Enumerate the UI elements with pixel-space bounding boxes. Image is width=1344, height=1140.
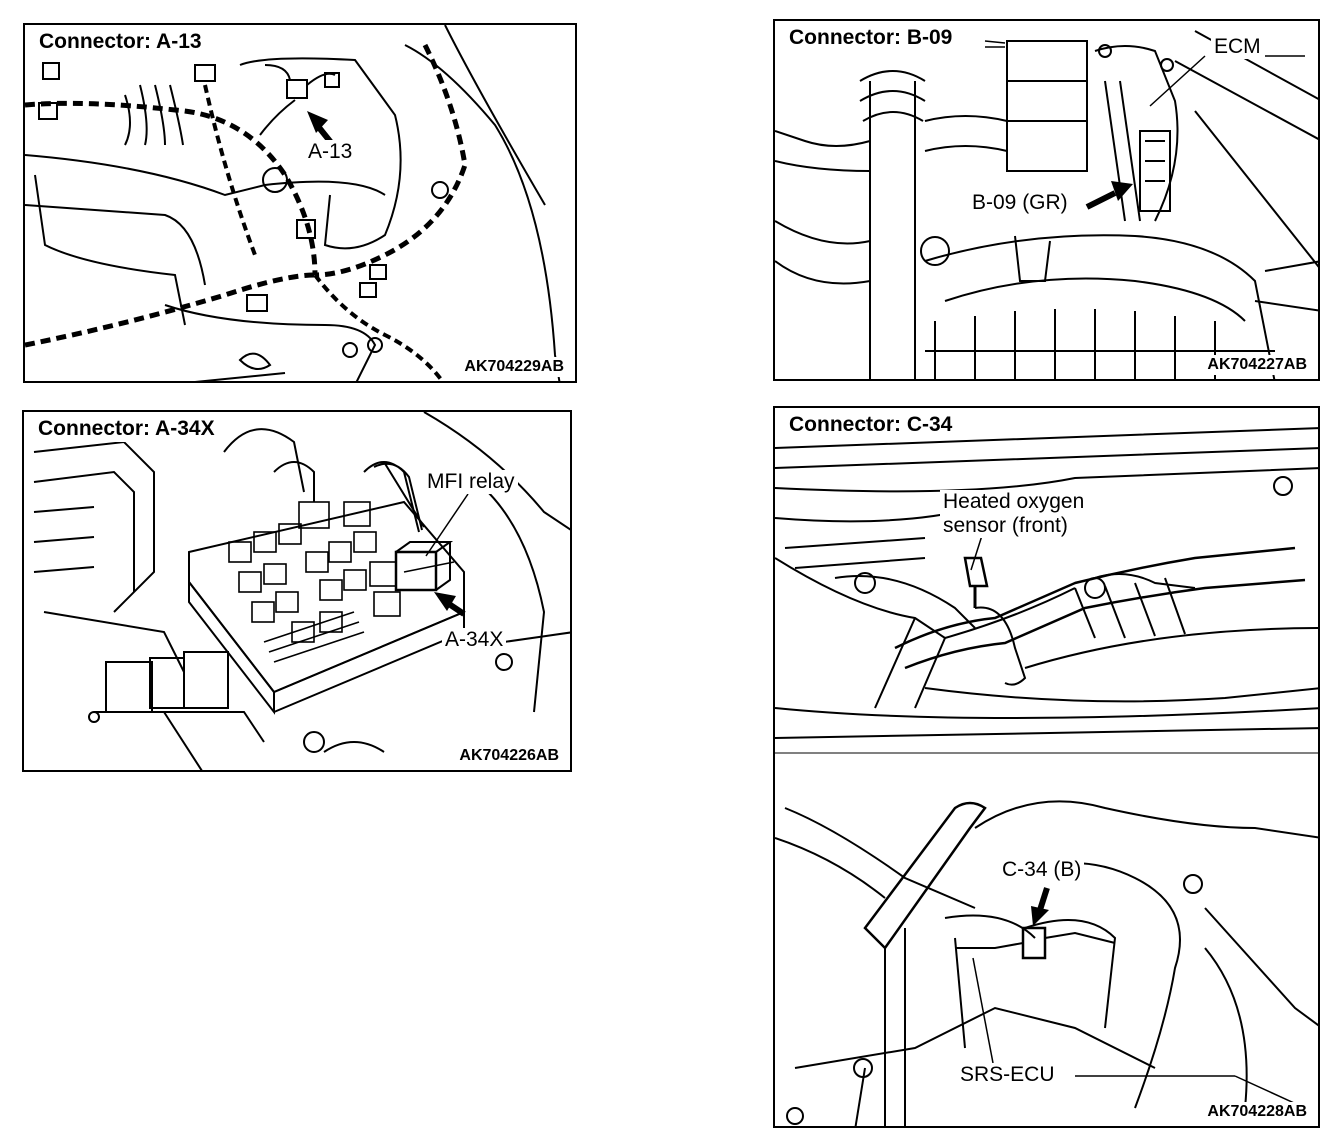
panel-connector-b09: Connector: B-09 ECM B-09 (GR) AK704227AB — [773, 19, 1320, 381]
arrow-icon — [1085, 181, 1133, 210]
ecm-callout: ECM — [1211, 35, 1264, 59]
connector-callout-c34: C-34 (B) — [999, 858, 1085, 882]
panel-connector-c34: Connector: C-34 Heated oxygen sensor (fr… — [773, 406, 1320, 1128]
arrow-icon — [1031, 887, 1050, 926]
panel-title: Connector: A-34X — [34, 416, 219, 442]
panel-title: Connector: C-34 — [785, 412, 957, 438]
relay-box-illustration-a34x — [33, 412, 570, 770]
panel-title: Connector: A-13 — [35, 29, 206, 55]
underbody-illustration-c34 — [775, 427, 1318, 1126]
srs-ecu-callout: SRS-ECU — [957, 1063, 1058, 1087]
figure-code: AK704226AB — [456, 746, 562, 766]
connector-callout-a13: A-13 — [305, 140, 356, 164]
engine-bay-illustration-b09 — [775, 30, 1318, 379]
mfi-relay-callout: MFI relay — [424, 470, 518, 494]
oxygen-sensor-callout-line1: Heated oxygen — [940, 490, 1088, 514]
panel-connector-a13: Connector: A-13 A-13 AK704229AB — [23, 23, 577, 383]
panel-title: Connector: B-09 — [785, 25, 957, 51]
connector-callout-b09: B-09 (GR) — [969, 191, 1071, 215]
figure-code: AK704227AB — [1204, 355, 1310, 375]
panel-connector-a34x: Connector: A-34X MFI relay A-34X AK70422… — [22, 410, 572, 772]
arrow-icon — [434, 592, 466, 617]
figure-code: AK704229AB — [461, 357, 567, 377]
engine-bay-illustration-a13 — [25, 25, 561, 381]
oxygen-sensor-callout-line2: sensor (front) — [940, 514, 1071, 538]
figure-code: AK704228AB — [1204, 1102, 1310, 1122]
connector-callout-a34x: A-34X — [442, 628, 507, 652]
